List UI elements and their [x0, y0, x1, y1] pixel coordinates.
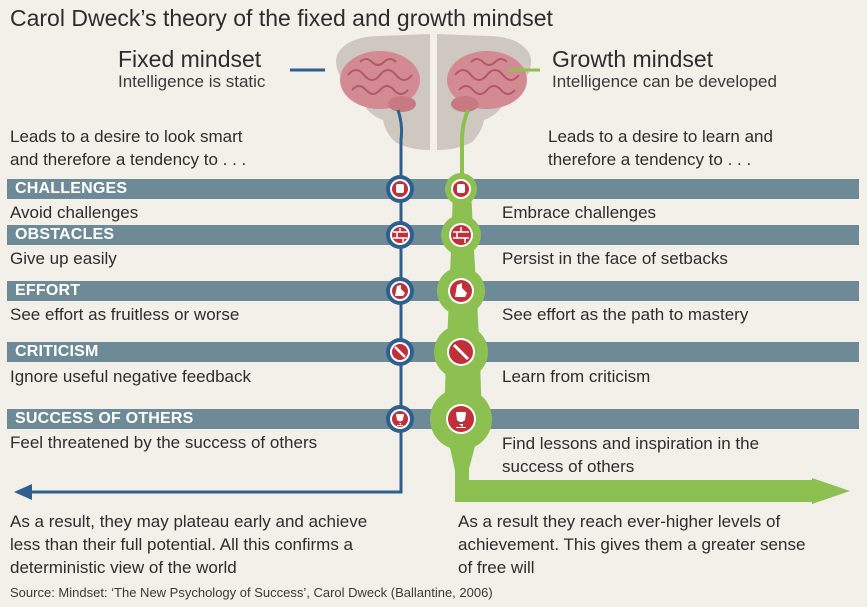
page-title: Carol Dweck’s theory of the fixed and gr…: [10, 5, 553, 31]
growth-brain-icon: [447, 51, 527, 112]
growth-behavior-line: success of others: [502, 457, 635, 476]
category-label: CRITICISM: [15, 343, 99, 360]
growth-mindset-subheading: Intelligence can be developed: [552, 72, 777, 91]
growth-lead-line: therefore a tendency to . . .: [548, 150, 752, 169]
fixed-result-line: less than their full potential. All this…: [10, 535, 353, 554]
growth-arrow-right-icon: [812, 478, 850, 504]
fixed-arrow-left-icon: [14, 484, 32, 500]
hand-stop-icon: [390, 179, 471, 199]
fixed-behavior-criticism: Ignore useful negative feedback: [10, 367, 252, 386]
fixed-result-line: deterministic view of the world: [10, 558, 237, 577]
category-label: OBSTACLES: [15, 226, 115, 243]
growth-lead-line: Leads to a desire to learn and: [548, 127, 773, 146]
fixed-behavior-success-of-others: Feel threatened by the success of others: [10, 433, 318, 452]
growth-behavior-challenges: Embrace challenges: [502, 203, 657, 222]
fixed-mindset-path: [14, 68, 404, 500]
growth-mindset-heading: Growth mindset: [552, 46, 714, 72]
fixed-lead-text: Leads to a desire to look smart and ther…: [10, 125, 246, 171]
category-label: SUCCESS OF OTHERS: [15, 410, 194, 427]
growth-lead-text: Leads to a desire to learn and therefore…: [548, 125, 773, 171]
fixed-result-line: As a result, they may plateau early and …: [10, 512, 368, 531]
growth-behavior-success-of-others: Find lessons and inspiration in the succ…: [502, 432, 759, 478]
fixed-result-text: As a result, they may plateau early and …: [10, 510, 367, 579]
growth-result-text: As a result they reach ever-higher level…: [458, 510, 805, 579]
fixed-mindset-heading: Fixed mindset: [118, 46, 262, 72]
category-bar-criticism: CRITICISM: [7, 342, 859, 362]
category-bar-challenges: CHALLENGES: [7, 179, 859, 199]
category-label: EFFORT: [15, 282, 81, 299]
category-label: CHALLENGES: [15, 180, 128, 197]
growth-behavior-line: Find lessons and inspiration in the: [502, 434, 760, 453]
category-bar-effort: EFFORT: [7, 281, 859, 301]
growth-result-line: As a result they reach ever-higher level…: [458, 512, 781, 531]
trophy-icon: [390, 404, 476, 434]
source-note: Source: Mindset: ‘The New Psychology of …: [10, 585, 493, 600]
fixed-lead-line: Leads to a desire to look smart: [10, 127, 243, 146]
fixed-mindset-subheading: Intelligence is static: [118, 72, 266, 91]
category-bar-obstacles: OBSTACLES: [7, 225, 859, 245]
growth-behavior-obstacles: Persist in the face of setbacks: [502, 249, 728, 268]
fixed-brain-icon: [340, 51, 420, 112]
fixed-behavior-challenges: Avoid challenges: [10, 203, 139, 222]
growth-result-line: achievement. This gives them a greater s…: [458, 535, 806, 554]
fixed-behavior-obstacles: Give up easily: [10, 249, 117, 268]
growth-behavior-effort: See effort as the path to mastery: [502, 305, 749, 324]
fixed-lead-line: and therefore a tendency to . . .: [10, 150, 247, 169]
flexed-arm-icon: [390, 278, 474, 304]
growth-behavior-criticism: Learn from criticism: [502, 367, 651, 386]
fixed-behavior-effort: See effort as fruitless or worse: [10, 305, 240, 324]
no-entry-icon: [390, 338, 475, 366]
growth-result-line: of free will: [458, 558, 535, 577]
brick-wall-icon: [390, 223, 473, 247]
